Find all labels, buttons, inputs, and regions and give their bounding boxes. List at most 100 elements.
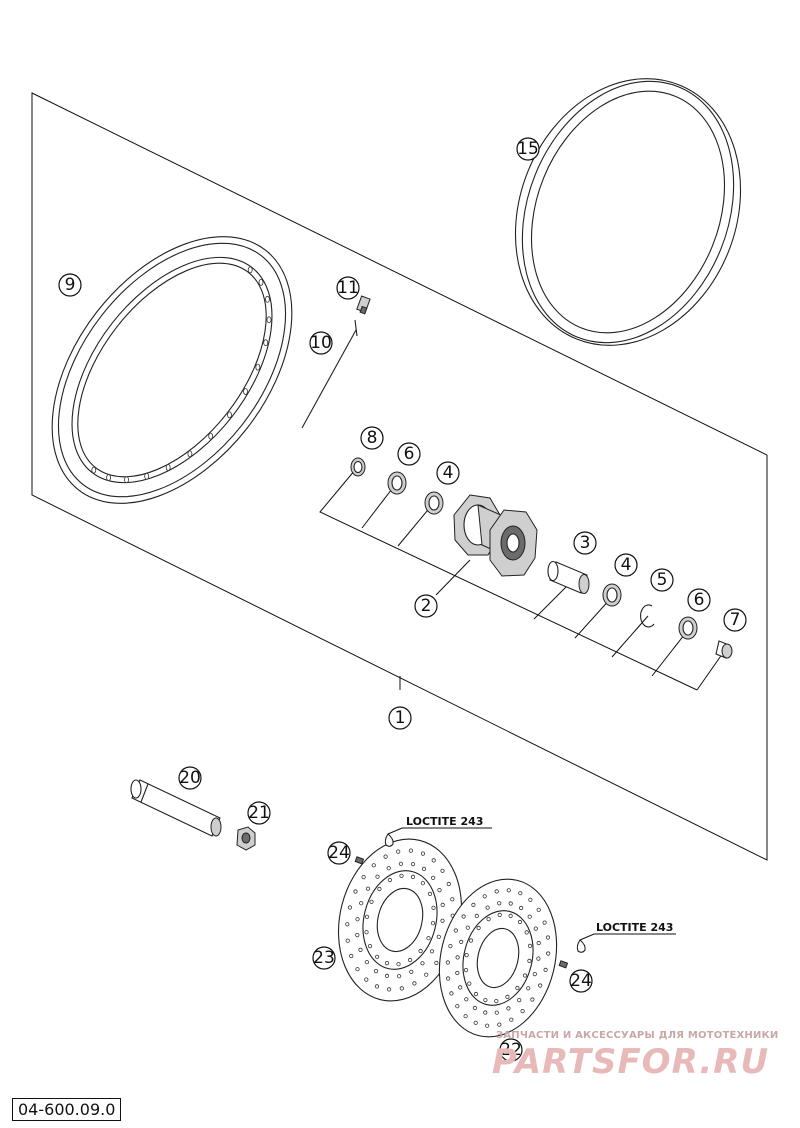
disc-vent-hole [398,861,403,866]
disc-vent-hole [506,1006,511,1011]
disc-vent-hole [359,901,364,906]
disc-vent-hole [530,997,535,1002]
disc-vent-hole [426,936,431,941]
callout-20: 20 [178,766,202,790]
disc-vent-hole [453,928,458,933]
rim-spoke-hole [124,476,129,484]
disc-vent-hole [384,973,390,979]
part-7-spacer-right [715,640,733,659]
part-4-bearing-left [424,491,444,515]
disc-vent-hole [527,943,533,949]
rim-spoke-hole [258,278,264,286]
rim-spoke-hole [264,295,270,303]
rim-spoke-hole [208,432,214,440]
disc-vent-hole [358,947,363,953]
svg-text:15: 15 [517,139,539,159]
callout-22: 22 [499,1038,523,1062]
disc-vent-hole [455,955,460,960]
disc-vent-hole [420,851,426,856]
callout-1: 1 [388,706,412,730]
disc-vent-hole [450,897,455,902]
callout-10: 10 [309,331,333,355]
disc-vent-hole [446,881,451,887]
disc-vent-hole [536,956,541,961]
disc-vent-hole [429,949,435,954]
callout-4-right: 4 [614,553,638,577]
svg-text:24: 24 [570,971,592,991]
rim-spoke-hole [255,363,261,371]
disc-vent-hole [526,986,531,991]
part-6-seal-right [678,616,698,640]
disc-vent-hole [355,967,360,972]
callout-11: 11 [336,276,360,300]
disc-vent-hole [464,997,469,1002]
svg-text:2: 2 [421,596,432,616]
disc-vent-hole [377,886,382,892]
disc-vent-hole [430,875,436,880]
disc-vent-hole [421,866,427,872]
svg-text:4: 4 [621,555,632,575]
disc-vent-hole [485,1023,490,1028]
disc-vent-hole [459,939,464,945]
disc-vent-hole [474,913,479,919]
disc-vent-hole [396,962,401,967]
disc-vent-hole [345,938,350,943]
part-20-axle [130,779,222,837]
svg-text:24: 24 [328,843,350,863]
disc-vent-hole [375,874,380,879]
disc-vent-hole [463,967,469,973]
disc-vent-hole [546,951,551,956]
disc-vent-hole [468,938,474,943]
disc-vent-hole [399,873,404,878]
part-11-nipple [356,295,371,315]
disc-vent-hole [485,905,490,910]
disc-vent-hole [533,926,538,931]
svg-text:22: 22 [500,1040,522,1060]
disc-vent-hole [364,960,369,965]
part-22-brake-disc-right [438,878,558,1038]
disc-vent-hole [384,960,390,966]
disc-vent-hole [387,877,392,883]
callout-8: 8 [360,426,384,450]
disc-vent-hole [465,925,470,930]
note-loctite-right: LOCTITE 243 [596,921,673,934]
part-24-screw-right [558,933,676,969]
disc-vent-hole [518,891,523,896]
callout-6-left: 6 [397,442,421,466]
svg-text:9: 9 [65,275,76,295]
disc-vent-hole [420,961,425,966]
disc-vent-hole [455,1004,460,1009]
rim-spoke-hole [263,339,269,347]
disc-vent-hole [445,960,450,965]
part-8-spacer [350,457,366,477]
callout-9: 9 [58,273,82,297]
rim-spoke-hole [266,316,272,324]
callout-4-left: 4 [436,461,460,485]
disc-vent-hole [494,889,499,894]
disc-vent-hole [527,914,532,919]
callout-24-left: 24 [327,841,351,865]
disc-vent-hole [505,994,510,1000]
disc-vent-hole [528,897,533,902]
disc-vent-hole [418,948,423,954]
disc-vent-hole [463,1014,468,1019]
disc-vent-hole [445,976,451,981]
watermark-logo: PARTSFOR.RU [492,1042,770,1082]
disc-vent-hole [430,921,436,926]
disc-vent-hole [476,925,481,931]
watermark-tagline: ЗАПЧАСТИ И АКСЕССУАРЫ ДЛЯ МОТОТЕХНИКИ [496,1030,779,1041]
disc-vent-hole [455,970,460,976]
svg-text:6: 6 [694,590,705,610]
part-24-screw-left [354,827,492,865]
disc-vent-hole [515,985,520,991]
disc-vent-hole [542,920,547,925]
disc-vent-hole [386,866,391,871]
disc-vent-hole [412,981,417,986]
disc-vent-hole [497,912,502,918]
disc-vent-hole [436,934,441,939]
svg-text:11: 11 [337,278,359,298]
disc-vent-hole [517,997,522,1003]
callout-2: 2 [414,594,438,618]
rim-spoke-hole [106,474,111,482]
disc-vent-hole [543,967,548,973]
